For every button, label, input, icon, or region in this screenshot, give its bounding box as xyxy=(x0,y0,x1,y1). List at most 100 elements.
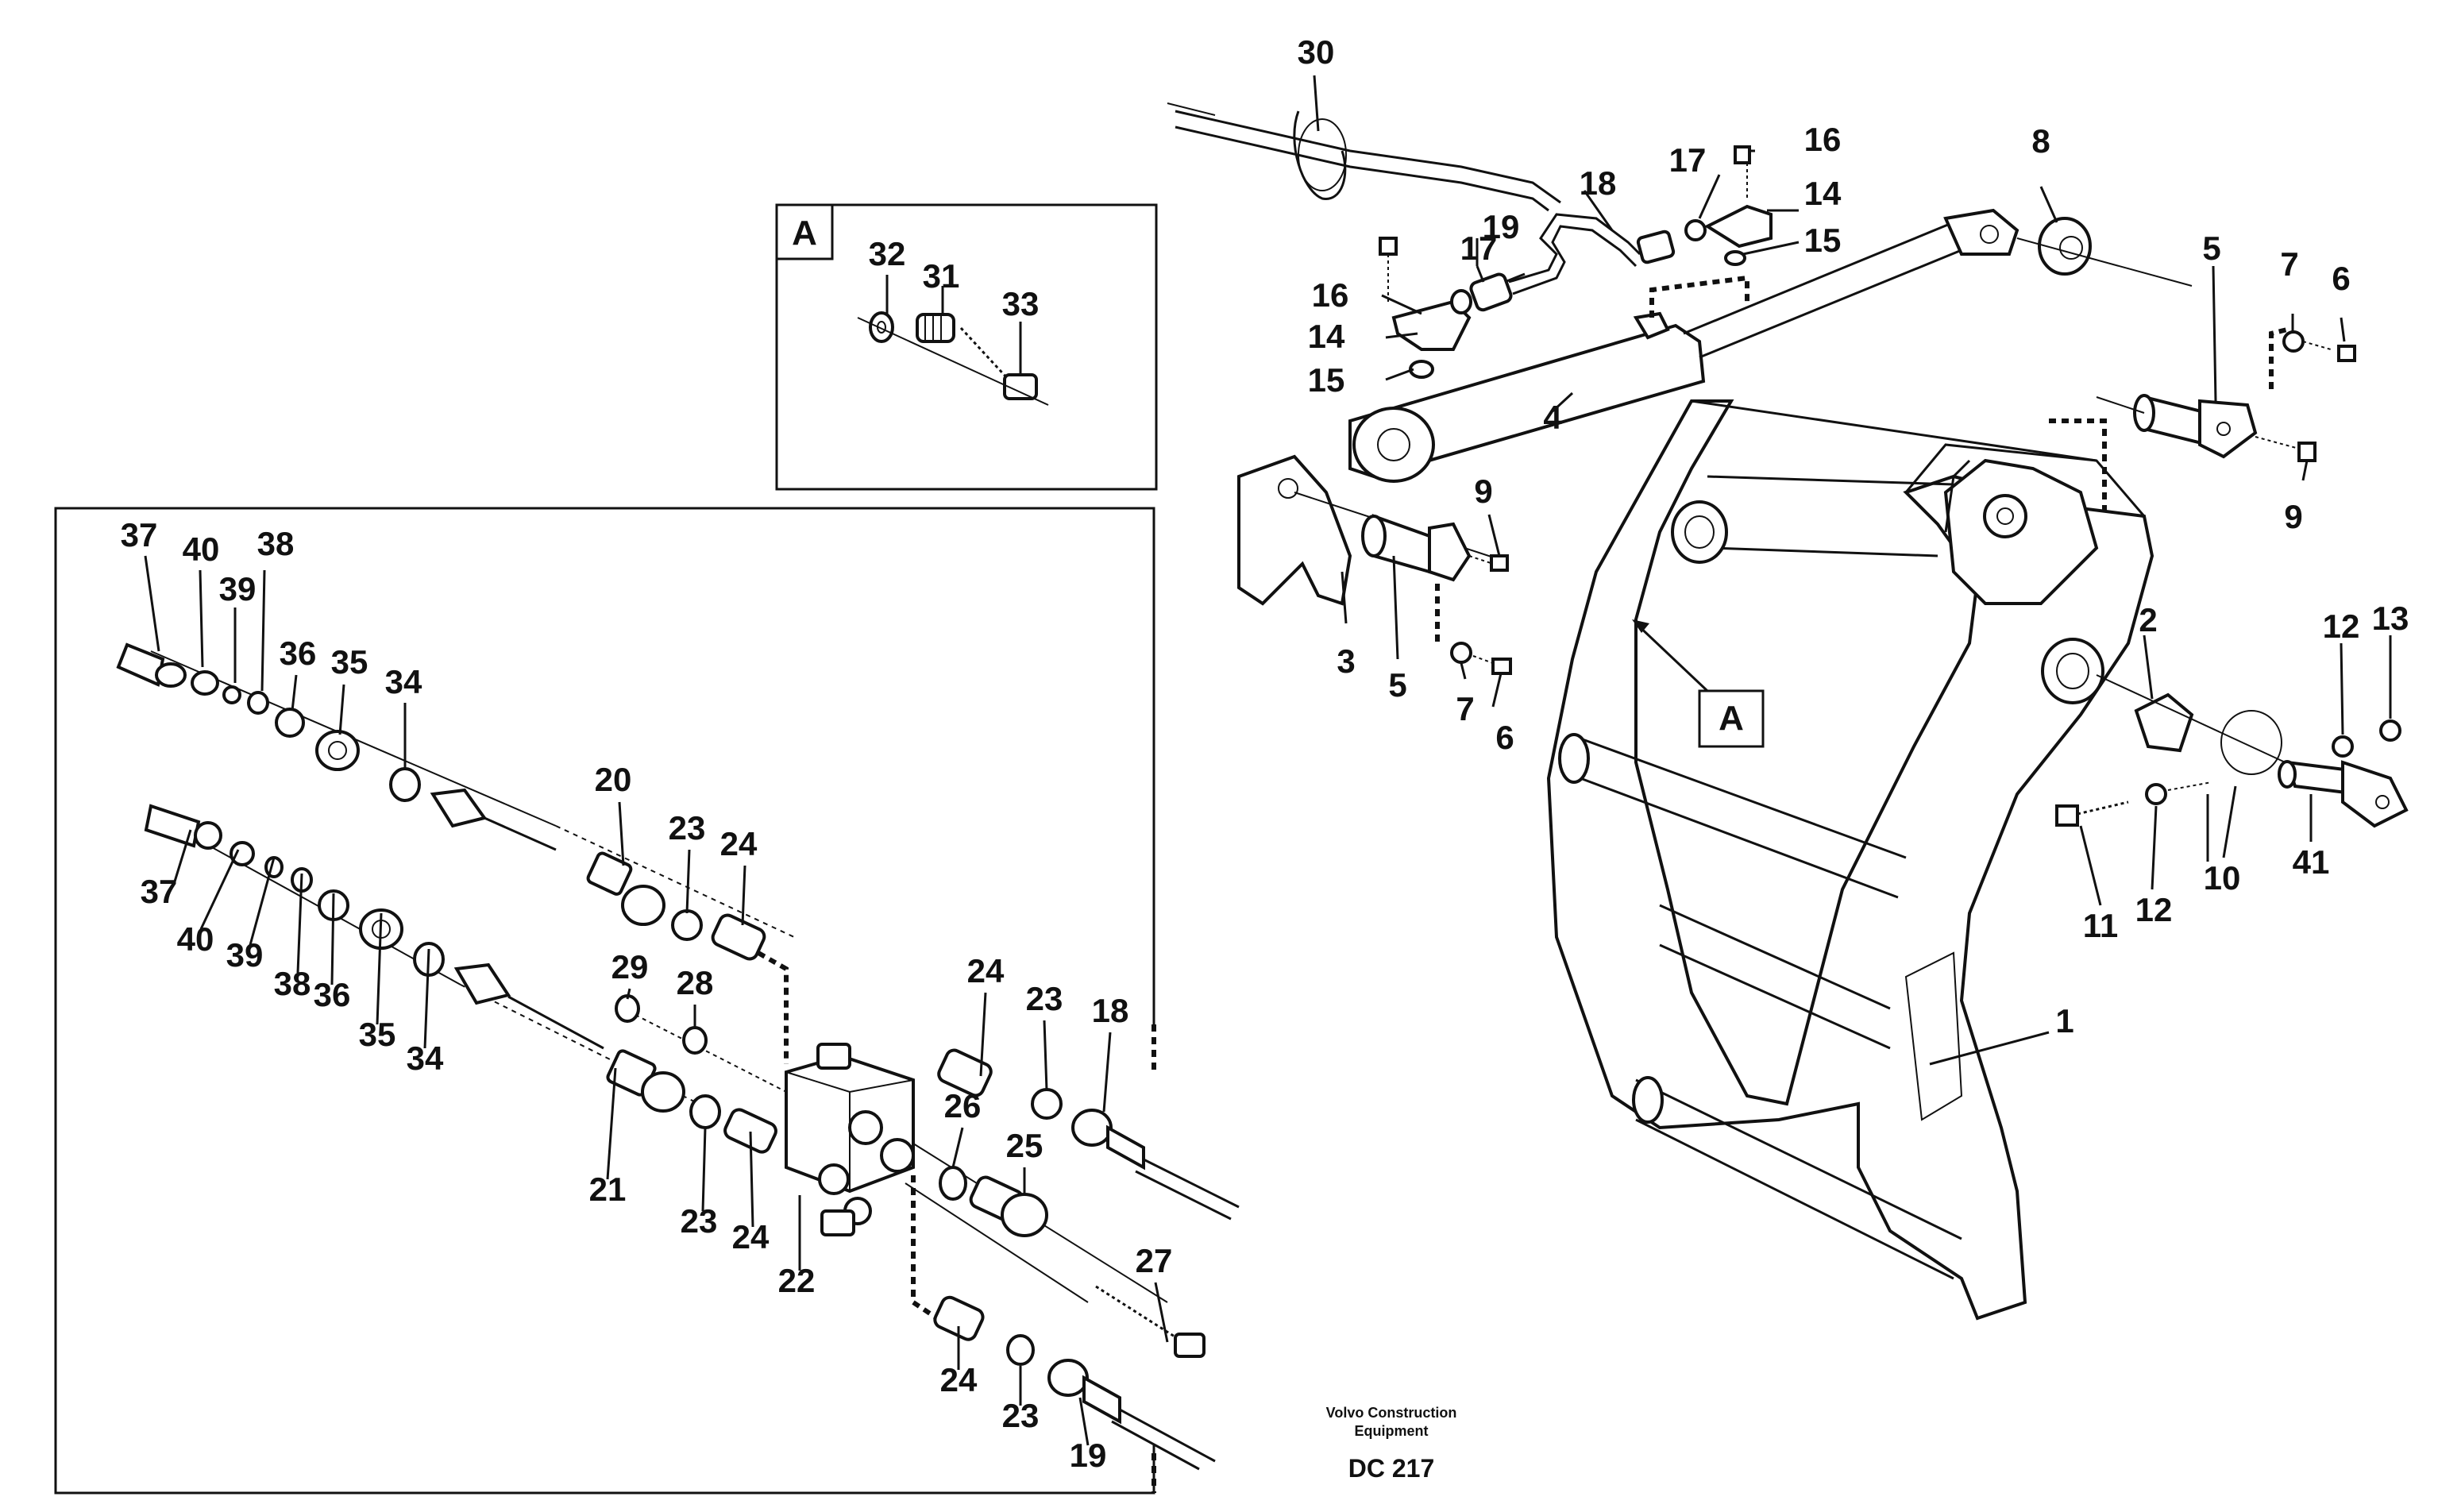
label-37-upper: 37 xyxy=(121,516,158,554)
label-24-lower-left: 24 xyxy=(732,1218,770,1256)
label-6-left: 6 xyxy=(1495,719,1514,756)
label-4: 4 xyxy=(1543,399,1562,436)
part-19-hose-end xyxy=(1047,1359,1216,1471)
part-18-hose-end xyxy=(1071,1109,1240,1221)
part-37-lower xyxy=(144,804,222,850)
label-13: 13 xyxy=(2372,600,2409,637)
label-24-bottom: 24 xyxy=(940,1361,978,1398)
label-38-upper: 38 xyxy=(257,525,295,562)
part-6-left xyxy=(1491,658,1512,675)
part-2-bushing xyxy=(2134,692,2194,753)
label-26: 26 xyxy=(944,1087,982,1124)
label-14-left: 14 xyxy=(1308,318,1345,355)
part-27-bolt xyxy=(1095,1285,1205,1358)
label-12-right: 12 xyxy=(2323,608,2360,645)
part-5-pin-left xyxy=(1361,514,1472,582)
label-8: 8 xyxy=(2031,122,2050,160)
label-30: 30 xyxy=(1298,33,1335,71)
part-23-lower-left xyxy=(689,1094,721,1129)
label-6-right: 6 xyxy=(2332,260,2350,297)
callout-labels: 32 31 33 37 40 39 38 36 35 34 20 23 24 2… xyxy=(121,33,2409,1474)
part-23-right-upper xyxy=(1031,1088,1063,1120)
label-16-left: 16 xyxy=(1312,276,1349,314)
part-38-upper xyxy=(247,691,269,715)
label-16-right: 16 xyxy=(1804,121,1842,158)
label-24-upper: 24 xyxy=(720,825,758,862)
part-41-pin xyxy=(2278,760,2409,828)
part-7-right xyxy=(2282,330,2305,353)
label-17-left: 17 xyxy=(1460,230,1498,267)
part-35-upper xyxy=(315,730,360,771)
part-40-upper xyxy=(191,670,219,696)
label-10: 10 xyxy=(2204,859,2241,897)
label-23-bottom: 23 xyxy=(1002,1397,1040,1434)
label-40-upper: 40 xyxy=(183,530,220,568)
label-37-lower: 37 xyxy=(141,873,178,910)
part-16-left xyxy=(1379,237,1398,256)
label-38-lower: 38 xyxy=(274,965,311,1002)
label-22: 22 xyxy=(778,1262,816,1299)
detail-box-letter: A xyxy=(792,214,817,253)
label-35-upper: 35 xyxy=(331,643,368,681)
part-28 xyxy=(682,1026,708,1055)
part-15-left xyxy=(1409,360,1434,379)
label-19-top: 19 xyxy=(1483,208,1520,245)
label-36-upper: 36 xyxy=(280,634,317,672)
label-23-lower-left: 23 xyxy=(681,1202,718,1240)
frame-callout-letter: A xyxy=(1719,699,1744,738)
label-21: 21 xyxy=(589,1171,627,1208)
part-40-lower xyxy=(230,841,255,866)
part-20 xyxy=(586,851,665,926)
part-12-right xyxy=(2332,735,2354,758)
part-30-clamp xyxy=(1293,110,1347,200)
pivot-bracket xyxy=(1943,458,2099,605)
label-5-left: 5 xyxy=(1388,666,1406,704)
part-19-top xyxy=(1469,272,1513,312)
brand-line-1: Volvo Construction xyxy=(1326,1405,1457,1421)
part-24-bottom xyxy=(933,1295,985,1341)
label-12-left: 12 xyxy=(2135,891,2173,928)
label-34-lower: 34 xyxy=(407,1040,444,1077)
part-24-upper xyxy=(711,913,766,961)
part-3-bracket xyxy=(1237,454,1352,606)
label-32: 32 xyxy=(869,235,906,272)
drawing-code: DC 217 xyxy=(1348,1454,1435,1483)
part-7-left xyxy=(1450,642,1472,664)
label-40-lower: 40 xyxy=(177,920,214,958)
label-9-left: 9 xyxy=(1474,472,1492,510)
part-9-right xyxy=(2297,442,2316,462)
part-23-bottom xyxy=(1006,1334,1035,1366)
label-1: 1 xyxy=(2055,1002,2073,1040)
part-37-upper xyxy=(116,642,187,688)
part-18-top-fitting xyxy=(1636,230,1676,264)
part-26 xyxy=(939,1166,967,1201)
part-spring-31 xyxy=(916,313,955,343)
part-8-bushing xyxy=(2038,217,2092,276)
part-21 xyxy=(606,1049,685,1113)
footer: Volvo Construction Equipment DC 217 xyxy=(1326,1405,1457,1483)
part-13 xyxy=(2379,719,2401,742)
part-10-ring xyxy=(2220,710,2282,775)
loader-frame-assembly: A xyxy=(1167,75,2409,1321)
label-28: 28 xyxy=(677,964,714,1001)
part-17-right xyxy=(1684,219,1707,241)
label-24-right-upper: 24 xyxy=(967,952,1005,989)
part-5-pin-right xyxy=(2133,394,2258,459)
label-41: 41 xyxy=(2293,843,2330,881)
part-25 xyxy=(969,1175,1048,1237)
label-33: 33 xyxy=(1002,285,1040,322)
part-6-right xyxy=(2337,345,2356,362)
label-7-left: 7 xyxy=(1456,690,1474,727)
label-20: 20 xyxy=(595,761,632,798)
label-2: 2 xyxy=(2139,601,2157,638)
label-35-lower: 35 xyxy=(359,1016,396,1053)
part-14-right xyxy=(1703,204,1773,249)
hose-end-upper xyxy=(430,788,557,851)
label-25: 25 xyxy=(1006,1127,1043,1164)
label-34-upper: 34 xyxy=(385,663,422,700)
part-washer-32 xyxy=(869,311,894,343)
label-39-lower: 39 xyxy=(226,936,264,974)
part-39-upper xyxy=(222,685,241,704)
label-11: 11 xyxy=(2083,907,2118,944)
